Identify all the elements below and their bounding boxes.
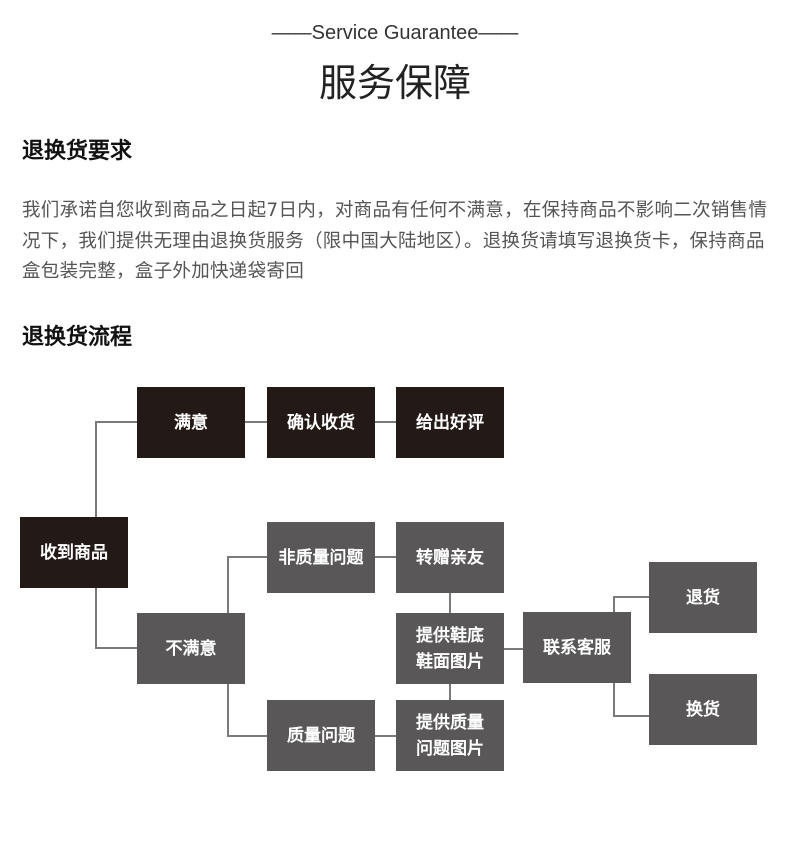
page-title: 服务保障 <box>318 61 471 105</box>
node-gift-to-friends: 转赠亲友 <box>396 522 504 593</box>
connector-line <box>95 647 137 649</box>
connector-line <box>227 557 229 613</box>
requirements-heading: 退换货要求 <box>22 139 133 164</box>
connector-line <box>245 421 267 423</box>
connector-line <box>227 556 267 558</box>
connector-line <box>613 715 649 717</box>
process-heading: 退换货流程 <box>22 325 133 350</box>
node-satisfied: 满意 <box>137 387 245 458</box>
node-exchange: 换货 <box>649 674 757 745</box>
node-confirm-receipt: 确认收货 <box>267 387 375 458</box>
connector-line <box>95 422 97 517</box>
connector-line <box>227 684 229 737</box>
node-provide-quality-photos: 提供质量问题图片 <box>396 700 504 771</box>
connector-line <box>95 588 97 649</box>
connector-line <box>375 735 396 737</box>
connector-line <box>613 683 615 717</box>
node-unsatisfied: 不满意 <box>137 613 245 684</box>
connector-line <box>449 684 451 700</box>
connector-line <box>613 597 615 612</box>
connector-line <box>375 556 396 558</box>
node-non-quality-issue: 非质量问题 <box>267 522 375 593</box>
connector-line <box>504 648 523 650</box>
node-refund: 退货 <box>649 562 757 633</box>
section-subtitle: ——Service Guarantee—— <box>271 22 519 44</box>
node-contact-support: 联系客服 <box>523 612 631 683</box>
connector-line <box>375 421 396 423</box>
node-quality-issue: 质量问题 <box>267 700 375 771</box>
requirements-text: 我们承诺自您收到商品之日起7日内，对商品有任何不满意，在保持商品不影响二次销售情… <box>22 200 768 282</box>
connector-line <box>449 593 451 613</box>
node-received: 收到商品 <box>20 517 128 588</box>
node-give-review: 给出好评 <box>396 387 504 458</box>
node-provide-sole-photos: 提供鞋底鞋面图片 <box>396 613 504 684</box>
connector-line <box>95 421 137 423</box>
connector-line <box>227 735 267 737</box>
connector-line <box>613 596 649 598</box>
